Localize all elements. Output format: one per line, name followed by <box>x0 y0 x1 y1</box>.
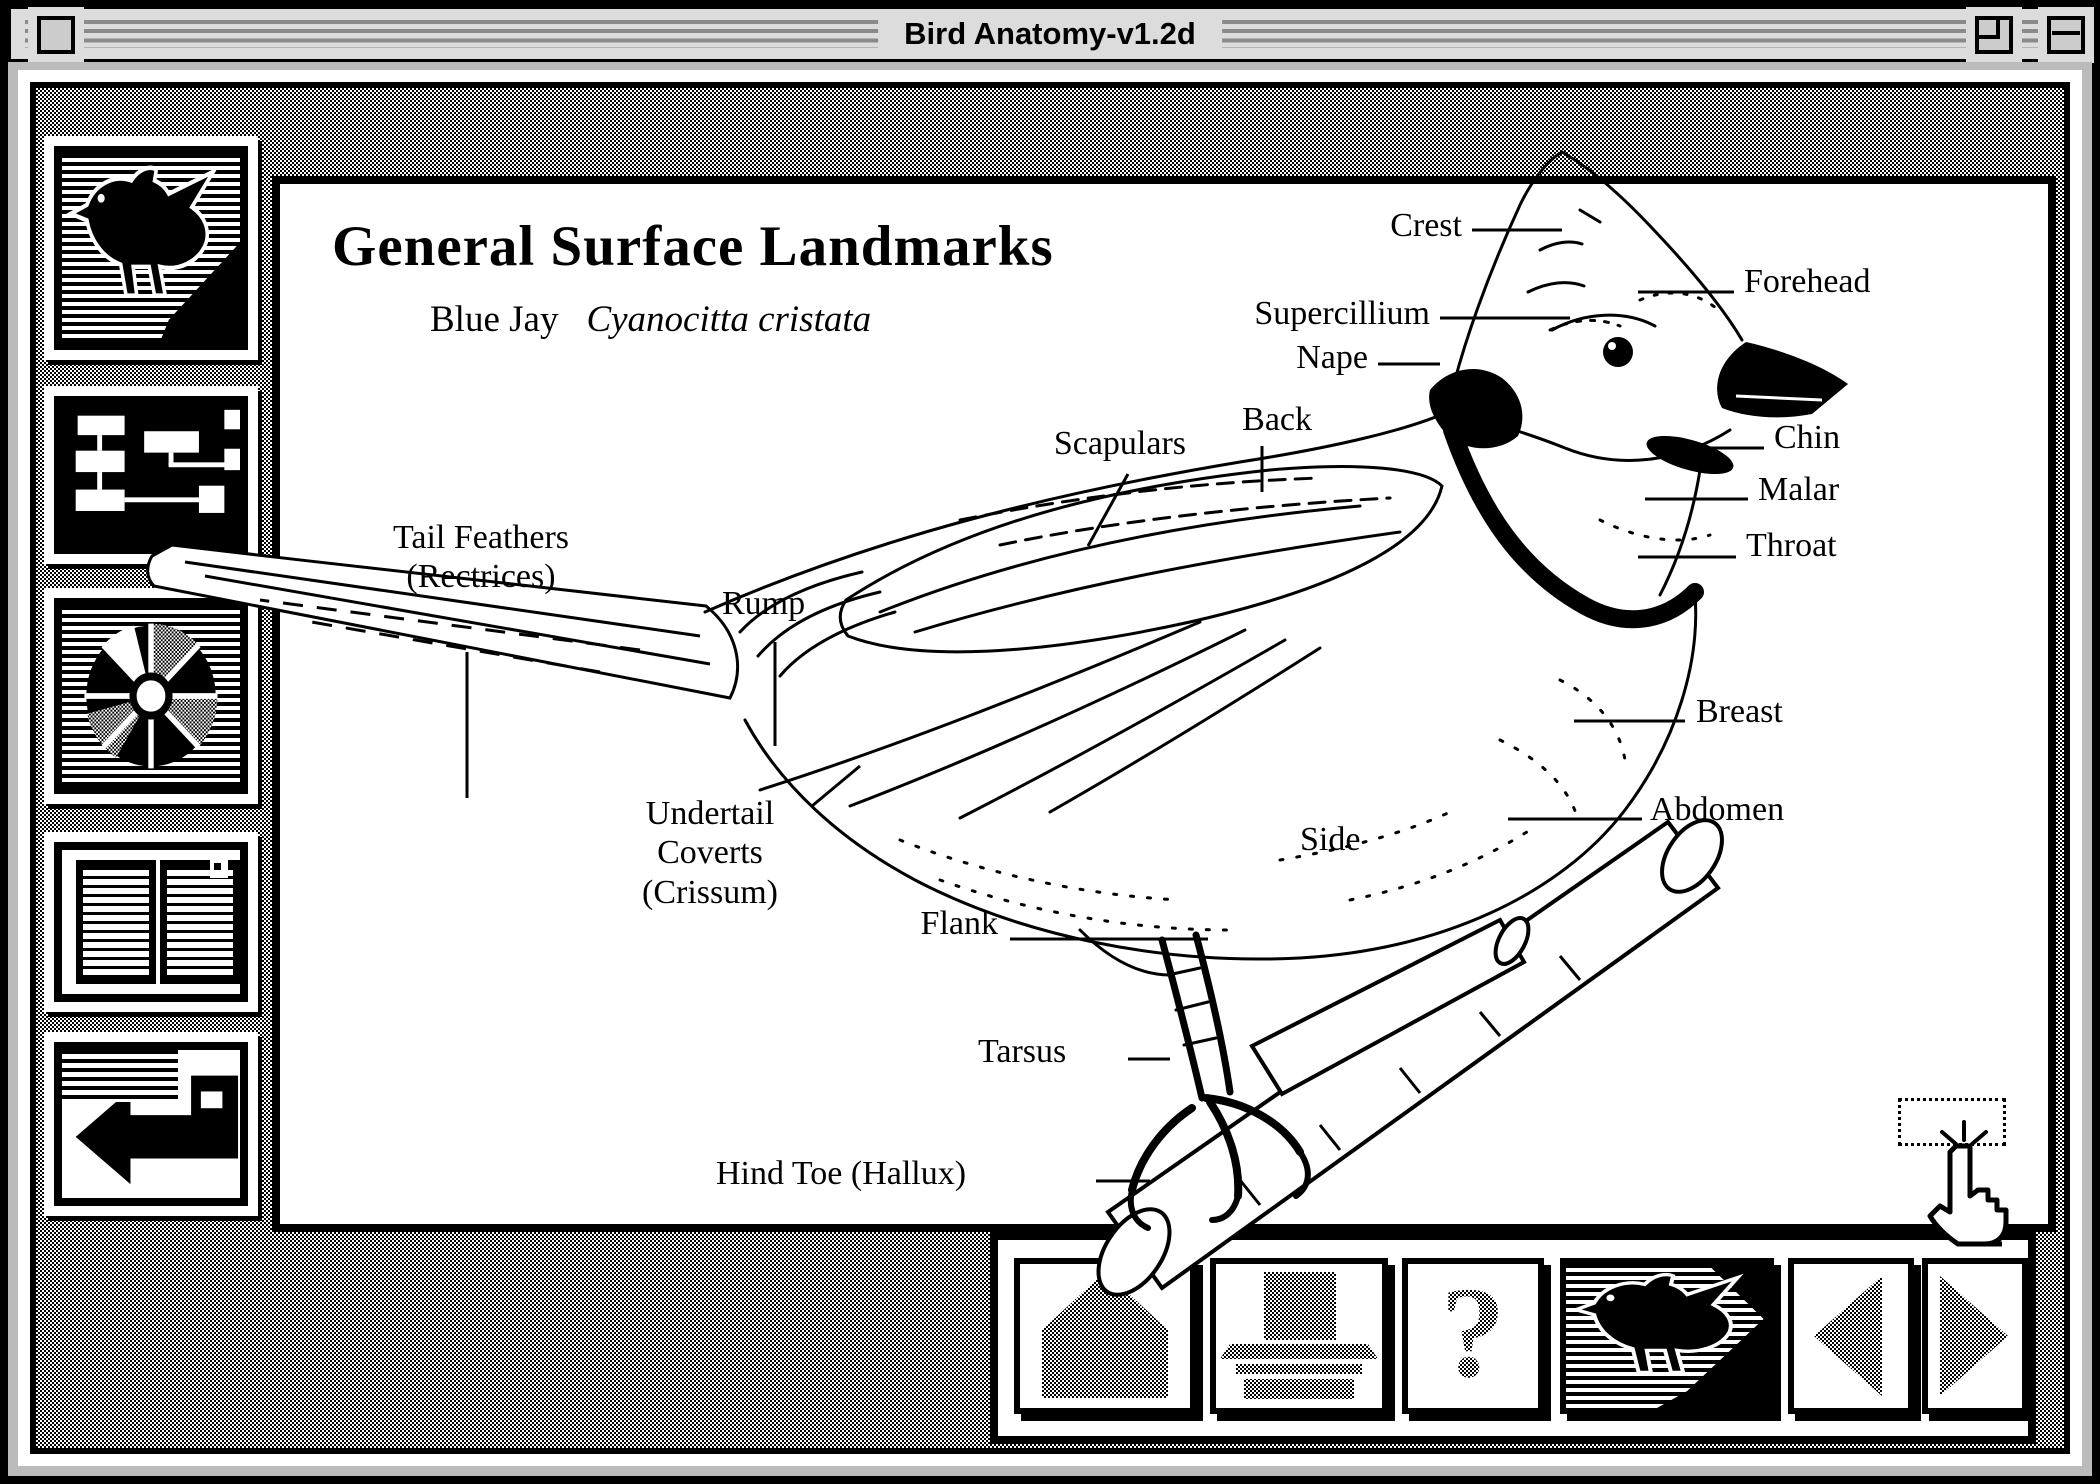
title-bar[interactable]: Bird Anatomy-v1.2d <box>8 6 2092 62</box>
next-arrow-icon <box>1940 1276 2008 1396</box>
species-name: Cyanocitta cristata <box>586 299 872 340</box>
printer-icon <box>1220 1272 1378 1399</box>
toolbar-button-home[interactable] <box>1014 1258 1196 1414</box>
toolbar: ? <box>990 1232 2036 1444</box>
book-left-page <box>76 860 156 984</box>
toolbar-button-previous[interactable] <box>1788 1258 1914 1414</box>
page-title: General Surface Landmarks <box>332 215 1054 278</box>
page-subtitle: Blue Jay Cyanocitta cristata <box>430 298 871 341</box>
page-dogear <box>210 860 228 878</box>
return-arrow-icon <box>75 1075 239 1185</box>
close-box[interactable] <box>37 16 75 54</box>
sidebar-button-bird[interactable] <box>44 136 258 360</box>
sidebar-button-back[interactable] <box>44 1032 258 1216</box>
zoom-box[interactable] <box>1975 16 2013 54</box>
window-title: Bird Anatomy-v1.2d <box>878 14 1222 54</box>
toolbar-button-bird[interactable] <box>1560 1258 1774 1414</box>
bird-icon <box>1570 1264 1768 1408</box>
toolbar-button-print[interactable] <box>1210 1258 1388 1414</box>
sidebar-button-wheel[interactable] <box>44 588 258 804</box>
collapse-box[interactable] <box>2047 16 2085 54</box>
home-icon <box>1042 1272 1168 1398</box>
question-mark-icon: ? <box>1441 1264 1506 1405</box>
hotspot-outline[interactable] <box>1898 1098 2006 1146</box>
common-name: Blue Jay <box>430 299 559 340</box>
wheel-icon <box>84 623 218 769</box>
previous-arrow-icon <box>1814 1276 1882 1396</box>
book-right-page <box>160 860 240 984</box>
flowchart-icon <box>75 409 240 513</box>
toolbar-button-next[interactable] <box>1922 1258 2028 1414</box>
toolbar-button-help[interactable]: ? <box>1402 1258 1544 1414</box>
sidebar-button-book[interactable] <box>44 832 258 1012</box>
sidebar-button-flowchart[interactable] <box>44 386 258 564</box>
bird-icon <box>65 165 240 342</box>
stripes-decoration <box>62 1050 178 1102</box>
